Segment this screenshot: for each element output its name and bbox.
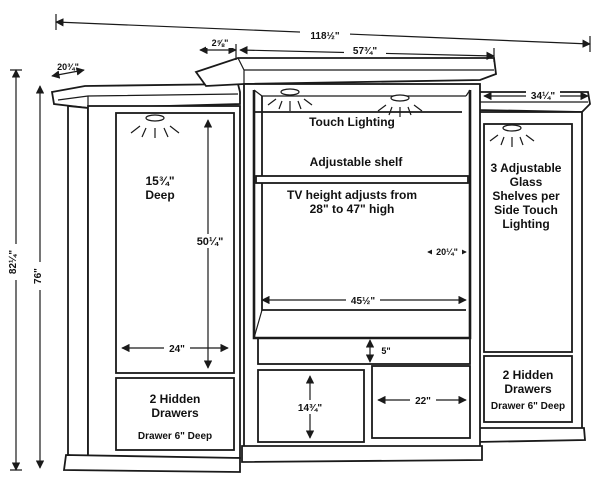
center-left-door (257, 369, 365, 443)
touch-lighting-label: Touch Lighting (309, 115, 395, 129)
center-light-left-icon (280, 88, 300, 96)
center-drawer (257, 337, 471, 365)
left-drawer-panel (115, 377, 235, 451)
left-front-panel (87, 105, 241, 459)
left-side-panel (67, 105, 89, 460)
right-shelves-label-line5: Lighting (502, 217, 549, 231)
tv-height-label-line1: TV height adjusts from (287, 188, 417, 202)
left-glass-door (115, 112, 235, 374)
drawer-height-text: 5" (381, 346, 390, 356)
overall-width-text: 118½" (310, 31, 339, 42)
right-glass-door (483, 123, 573, 353)
left-crown (50, 83, 241, 109)
center-base (241, 445, 483, 463)
side-depth-line (51, 67, 85, 79)
tv-depth-text: 20¼" (436, 247, 458, 257)
dimension-texts: 118½" 2⅝" 57¾" 20¾" 34¼" 82¼" 76" 50¼" 2… (8, 31, 555, 414)
center-light-right-icon (390, 94, 410, 102)
left-height-text: 50¼" (197, 236, 224, 248)
center-crown (194, 57, 497, 87)
center-cabinet (194, 57, 497, 463)
right-shelves-label-line2: Glass (510, 175, 543, 189)
adjustable-shelf (255, 175, 469, 184)
door-width-text: 22" (415, 396, 431, 407)
total-height-text: 82¼" (8, 250, 19, 274)
right-shelves-label-line3: Shelves per (492, 189, 560, 203)
left-base (62, 454, 241, 473)
left-depth-label: Deep (145, 188, 174, 202)
right-shelves-label-line1: 3 Adjustable (491, 161, 562, 175)
left-depth-text: 15¾" (145, 174, 174, 188)
left-drawer-depth-label: Drawer 6" Deep (138, 431, 212, 442)
center-width-text: 57¾" (353, 46, 377, 57)
side-height-text: 76" (33, 268, 44, 284)
adjustable-shelf-label: Adjustable shelf (310, 155, 404, 169)
left-cabinet (50, 83, 241, 473)
center-body (243, 83, 481, 449)
right-drawers-label-line1: 2 Hidden (503, 368, 554, 382)
right-base (475, 427, 586, 443)
door-height-text: 14¾" (298, 403, 322, 414)
right-width-text: 34¼" (531, 91, 555, 102)
right-light-icon (502, 124, 522, 132)
overhang-text: 2⅝" (212, 38, 229, 48)
right-drawer-panel (483, 355, 573, 423)
tv-width-text: 45½" (351, 296, 375, 307)
left-light-icon (145, 114, 165, 122)
right-drawer-depth-label: Drawer 6" Deep (491, 401, 565, 412)
center-right-door (371, 365, 471, 439)
left-width-text: 24" (169, 344, 185, 355)
left-drawers-label-line2: Drawers (151, 406, 199, 420)
left-drawers-label-line1: 2 Hidden (150, 392, 201, 406)
side-depth-text: 20¾" (57, 62, 79, 72)
tv-height-label-line2: 28" to 47" high (310, 202, 395, 216)
right-shelves-label-line4: Side Touch (494, 203, 558, 217)
feature-labels: 15¾" Deep Touch Lighting Adjustable shel… (138, 115, 565, 442)
right-drawers-label-line2: Drawers (504, 382, 552, 396)
